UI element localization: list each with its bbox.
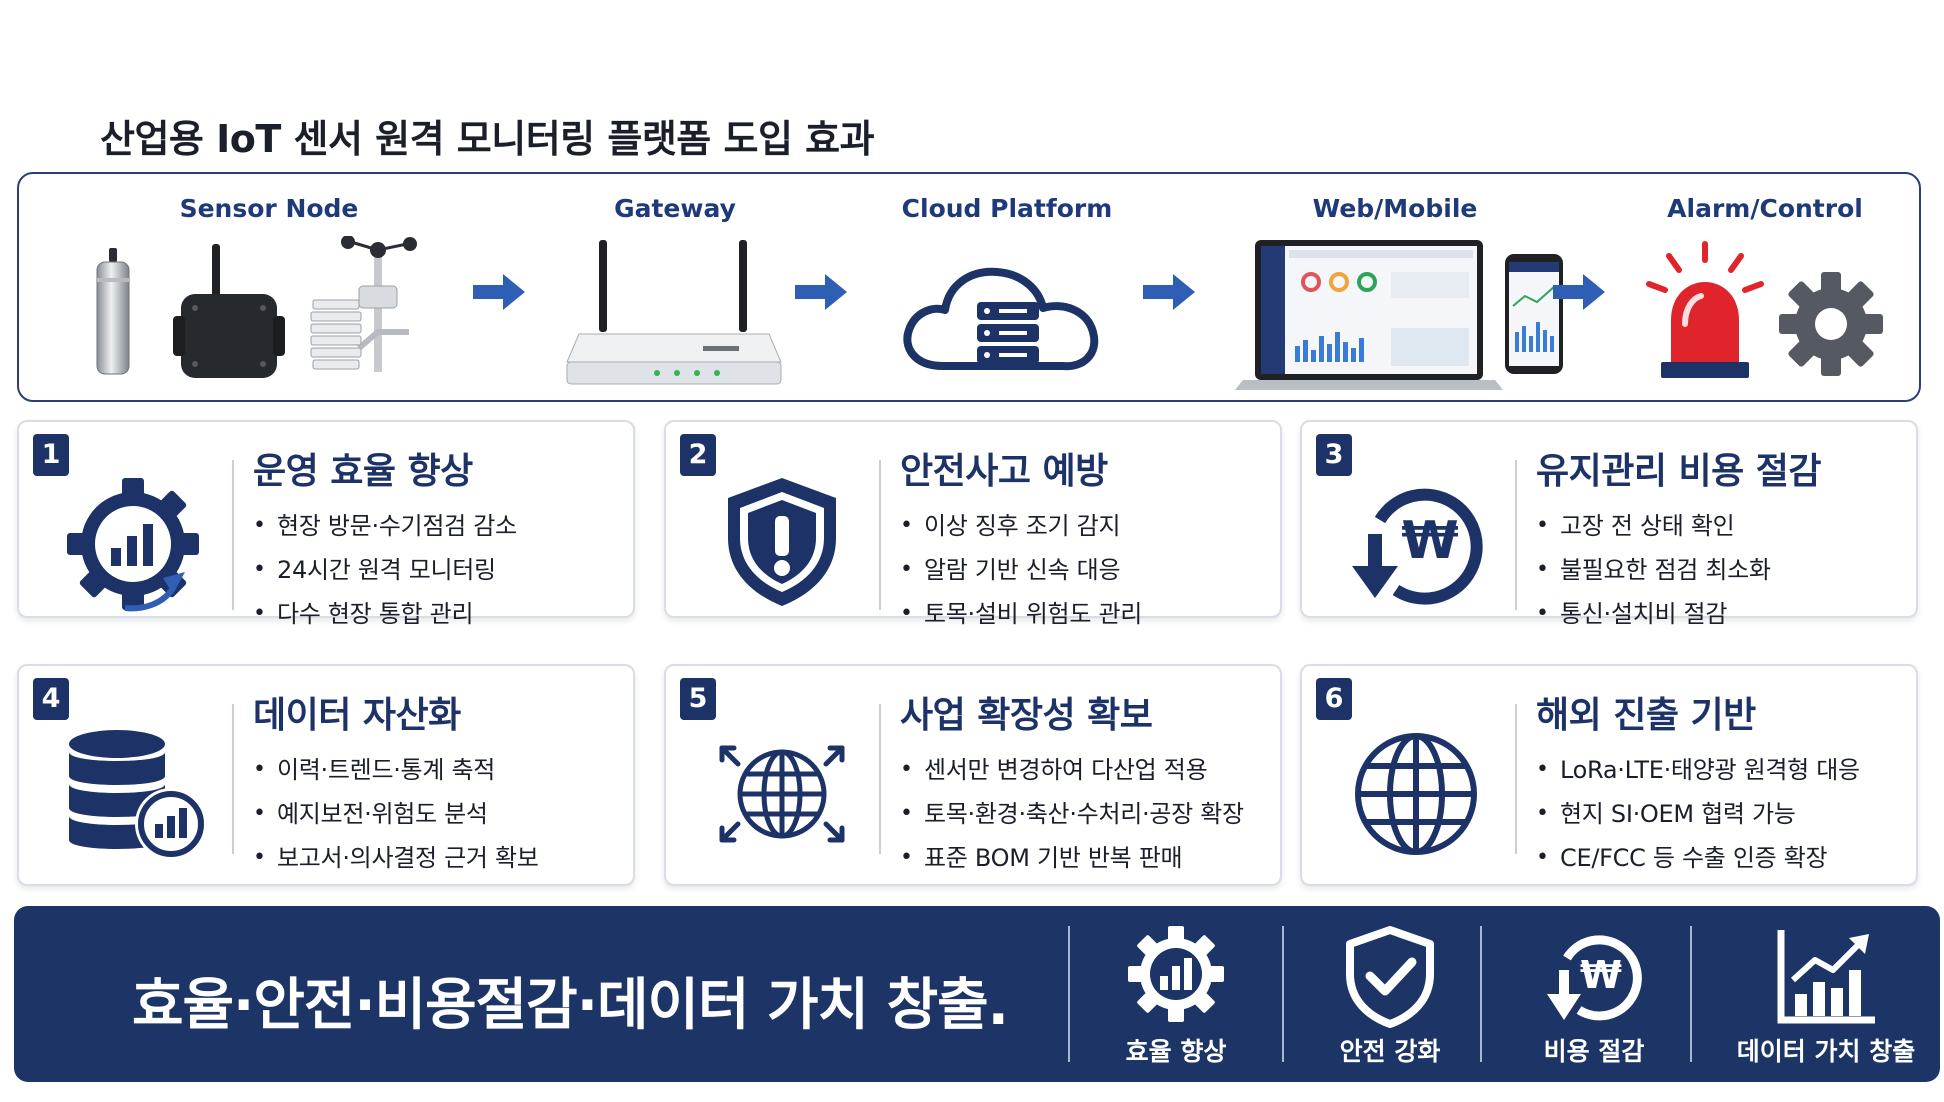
globe-expand-icon: [719, 745, 845, 843]
bullet-item: 예지보전·위험도 분석: [253, 792, 539, 836]
database-chart-icon: [69, 730, 207, 860]
card-divider: [1515, 704, 1517, 854]
stage-cloud-platform: Cloud Platform: [887, 174, 1127, 400]
bullet-item: 불필요한 점검 최소화: [1536, 548, 1771, 592]
card-number: 5: [680, 678, 716, 720]
shield-check-icon: [1346, 926, 1434, 1028]
band-label: 비용 절감: [1543, 1037, 1645, 1066]
card-bullets: 고장 전 상태 확인 불필요한 점검 최소화 통신·설치비 절감: [1536, 504, 1771, 636]
bullet-item: 이력·트렌드·통계 축적: [253, 748, 539, 792]
flow-panel: Sensor Node: [17, 172, 1921, 402]
stage-label: Alarm/Control: [1667, 194, 1863, 223]
flow-arrow-icon: [473, 274, 525, 310]
card-divider: [1515, 460, 1517, 610]
bullet-item: 표준 BOM 기반 반복 판매: [900, 836, 1244, 880]
bullet-item: 알람 기반 신속 대응: [900, 548, 1142, 592]
bullet-item: 현장 방문·수기점검 감소: [253, 504, 517, 548]
band-label: 데이터 가치 창출: [1736, 1037, 1916, 1066]
card-bullets: 센서만 변경하여 다산업 적용 토목·환경·축산·수처리·공장 확장 표준 BO…: [900, 748, 1244, 880]
stage-sensor-node: Sensor Node: [89, 174, 449, 400]
summary-band: 효율·안전·비용절감·데이터 가치 창출.: [14, 906, 1940, 1082]
stage-label: Sensor Node: [179, 194, 359, 223]
card-bullets: LoRa·LTE·태양광 원격형 대응 현지 SI·OEM 협력 가능 CE/F…: [1536, 748, 1860, 880]
band-item-efficiency: 효율 향상: [1076, 924, 1276, 1074]
band-separator: [1068, 926, 1070, 1062]
bullet-item: 토목·환경·축산·수처리·공장 확장: [900, 792, 1244, 836]
gear-chart-icon: [67, 478, 199, 612]
card-number: 3: [1316, 434, 1352, 476]
card-title: 사업 확장성 확보: [900, 695, 1153, 736]
card-divider: [232, 460, 234, 610]
card-number: 1: [33, 434, 69, 476]
band-slogan: 효율·안전·비용절감·데이터 가치 창출.: [132, 973, 1009, 1038]
card-number: 4: [33, 678, 69, 720]
stage-web-mobile: Web/Mobile: [1215, 174, 1575, 400]
card-maintenance-cost: 3 ₩ 유지관리 비용 절감 고장 전 상태 확인 불필요한 점검 최소화 통신…: [1300, 420, 1918, 636]
laptop-phone-dashboard-icon: [1235, 240, 1563, 390]
card-operational-efficiency: 1 운영 효율 향상 현장 방문·수기점검 감소: [17, 420, 635, 636]
bullet-item: 센서만 변경하여 다산업 적용: [900, 748, 1244, 792]
band-item-cost: ₩ 비용 절감: [1494, 924, 1694, 1074]
globe-icon: [1355, 733, 1477, 855]
stage-alarm-control: Alarm/Control: [1635, 174, 1895, 400]
card-divider: [879, 460, 881, 610]
card-bullets: 이력·트렌드·통계 축적 예지보전·위험도 분석 보고서·의사결정 근거 확보: [253, 748, 539, 880]
card-bullets: 현장 방문·수기점검 감소 24시간 원격 모니터링 다수 현장 통합 관리: [253, 504, 517, 636]
band-separator: [1282, 926, 1284, 1062]
flow-arrow-icon: [795, 274, 847, 310]
card-number: 2: [680, 434, 716, 476]
bullet-item: 통신·설치비 절감: [1536, 592, 1771, 636]
bullet-item: 이상 징후 조기 감지: [900, 504, 1142, 548]
bullet-item: 고장 전 상태 확인: [1536, 504, 1771, 548]
card-title: 유지관리 비용 절감: [1536, 451, 1822, 492]
card-divider: [879, 704, 881, 854]
bullet-item: 24시간 원격 모니터링: [253, 548, 517, 592]
shield-alert-icon: [728, 478, 836, 606]
stage-label: Cloud Platform: [901, 194, 1113, 223]
stage-label: Gateway: [614, 194, 736, 223]
svg-text:₩: ₩: [1401, 511, 1458, 571]
bullet-item: LoRa·LTE·태양광 원격형 대응: [1536, 748, 1860, 792]
card-number: 6: [1316, 678, 1352, 720]
bullet-item: 현지 SI·OEM 협력 가능: [1536, 792, 1860, 836]
svg-text:₩: ₩: [1580, 953, 1622, 997]
band-label: 안전 강화: [1339, 1037, 1441, 1066]
stage-label: Web/Mobile: [1312, 194, 1478, 223]
card-bullets: 이상 징후 조기 감지 알람 기반 신속 대응 토목·설비 위험도 관리: [900, 504, 1142, 636]
bullet-item: 보고서·의사결정 근거 확보: [253, 836, 539, 880]
card-overseas-expansion: 6 해외 진출 기반 LoRa·LTE·태양광 원격형 대응 현지 SI·OEM…: [1300, 664, 1918, 886]
gear-icon: [1779, 272, 1883, 376]
gear-chart-icon: [1128, 926, 1224, 1022]
band-label: 효율 향상: [1125, 1037, 1227, 1066]
card-title: 안전사고 예방: [900, 451, 1108, 492]
alarm-gear-icon: [1646, 241, 1883, 378]
bullet-item: 토목·설비 위험도 관리: [900, 592, 1142, 636]
card-business-scalability: 5 사업 확장성 확보 센서만 변경하여 다산업 적용 토목·환경·축산·수처리…: [664, 664, 1282, 886]
band-separator: [1480, 926, 1482, 1062]
won-down-icon: ₩: [1547, 935, 1642, 1021]
band-item-safety: 안전 강화: [1290, 924, 1490, 1074]
band-item-data-value: 데이터 가치 창출: [1714, 924, 1938, 1074]
card-divider: [232, 704, 234, 854]
card-title: 해외 진출 기반: [1536, 695, 1756, 736]
band-separator: [1690, 926, 1692, 1062]
card-title: 운영 효율 향상: [253, 451, 473, 492]
won-down-icon: ₩: [1352, 488, 1483, 605]
page-title: 산업용 IoT 센서 원격 모니터링 플랫폼 도입 효과: [100, 117, 875, 161]
bullet-item: CE/FCC 등 수출 인증 확장: [1536, 836, 1860, 880]
card-accident-prevention: 2 안전사고 예방 이상 징후 조기 감지 알람 기반 신속 대응 토목·설비 …: [664, 420, 1282, 636]
cloud-server-icon: [903, 267, 1099, 371]
flow-arrow-icon: [1553, 274, 1605, 310]
bullet-item: 다수 현장 통합 관리: [253, 592, 517, 636]
growth-chart-icon: [1777, 930, 1875, 1024]
stage-gateway: Gateway: [555, 174, 795, 400]
card-title: 데이터 자산화: [253, 695, 461, 736]
router-icon: [566, 240, 782, 385]
sensor-devices-icon: [96, 236, 417, 378]
flow-arrow-icon: [1143, 274, 1195, 310]
card-data-assetization: 4 데이터 자산화 이력·트렌드·통계 축적 예지보전·위험도 분석 보고서·의…: [17, 664, 635, 886]
